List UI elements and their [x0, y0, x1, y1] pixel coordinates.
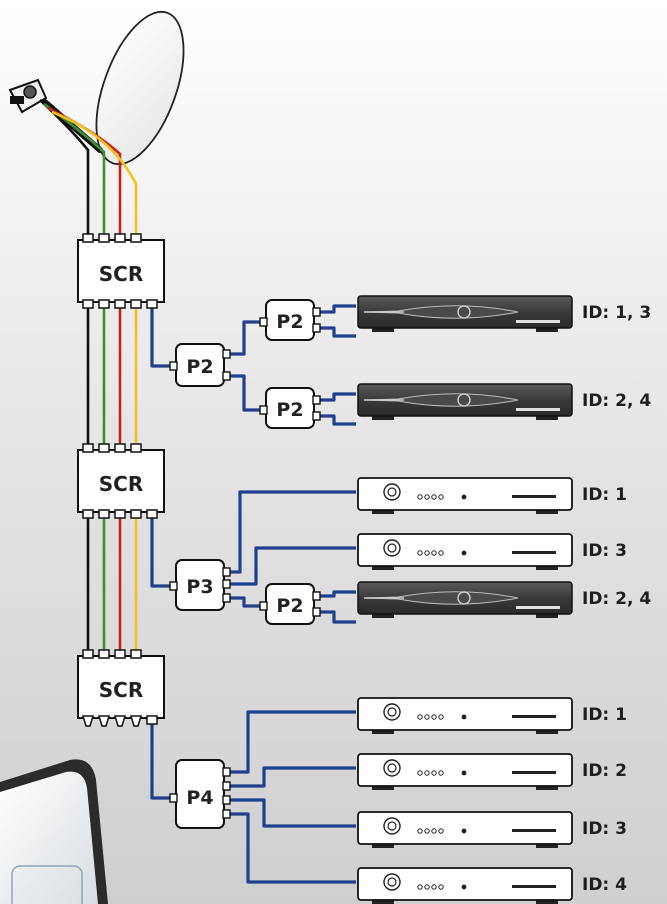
receiver: ID: 2: [357, 753, 627, 790]
splitter-label: P2: [276, 311, 303, 333]
receivers-group: ID: 1, 3 ID: 2, 4 ID: 1 ID: 3 ID: 2, 4 ID: 1 I…: [357, 295, 651, 904]
receiver-id-label: ID: 2: [582, 761, 627, 781]
receiver-id-label: ID: 2, 4: [582, 589, 651, 609]
receiver: ID: 3: [357, 533, 627, 570]
splitter-label: P2: [276, 595, 303, 617]
receiver-body: [357, 811, 573, 845]
power-button-icon: [383, 483, 401, 501]
power-button-icon: [457, 305, 471, 319]
receiver: ID: 4: [357, 867, 627, 904]
receiver: ID: 1: [357, 477, 627, 514]
receiver: ID: 1, 3: [357, 295, 651, 332]
receiver-id-label: ID: 1, 3: [582, 303, 651, 323]
lnb-cables: [39, 99, 138, 240]
splitter: P2: [259, 387, 321, 429]
receiver-id-label: ID: 1: [582, 705, 627, 725]
scr-unit: SCR: [77, 233, 165, 309]
satellite-dish-icon: [35, 10, 185, 166]
scr-unit: SCR: [77, 649, 165, 727]
lnb-icon: [8, 78, 48, 114]
splitter-label: P2: [186, 356, 213, 378]
power-button-icon: [457, 591, 471, 605]
splitter-label: P2: [276, 399, 303, 421]
receiver-id-label: ID: 1: [582, 485, 627, 505]
trunk-lines: [86, 302, 138, 658]
receiver-body: [357, 697, 573, 731]
receiver-body: [357, 753, 573, 787]
receiver: ID: 3: [357, 811, 627, 848]
power-button-icon: [383, 703, 401, 721]
receiver-body: [357, 533, 573, 567]
scr-unit: SCR: [77, 443, 165, 519]
power-button-icon: [383, 759, 401, 777]
receiver: ID: 2, 4: [357, 383, 651, 420]
splitter: P2: [169, 343, 231, 387]
receiver-id-label: ID: 4: [582, 875, 627, 895]
splitter-label: P4: [186, 787, 213, 809]
receiver-body: [357, 867, 573, 901]
splitter: P2: [259, 299, 321, 341]
coax-cables: [150, 304, 356, 884]
receiver-id-label: ID: 3: [582, 541, 627, 561]
splitter-label: P3: [186, 576, 213, 598]
power-button-icon: [383, 817, 401, 835]
receiver: ID: 1: [357, 697, 627, 734]
receiver-id-label: ID: 2, 4: [582, 391, 651, 411]
power-button-icon: [383, 873, 401, 891]
scr-unit-label: SCR: [99, 472, 143, 496]
receiver-id-label: ID: 3: [582, 819, 627, 839]
power-button-icon: [457, 393, 471, 407]
splitter: P3: [169, 559, 231, 611]
scr-unit-label: SCR: [99, 262, 143, 286]
receiver: ID: 2, 4: [357, 581, 651, 618]
tablet-device-icon: [0, 759, 108, 904]
scr-unit-label: SCR: [99, 678, 143, 702]
power-button-icon: [383, 539, 401, 557]
splitter: P4: [169, 759, 231, 829]
receiver-body: [357, 477, 573, 511]
splitter: P2: [259, 583, 321, 625]
